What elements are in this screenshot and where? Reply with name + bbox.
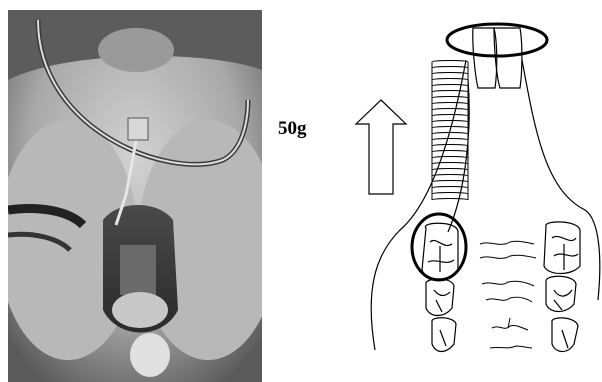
- palatal-rugae: [480, 241, 536, 348]
- rat-mouth-photo: [8, 10, 262, 382]
- incisor-left: [473, 28, 497, 88]
- left-molars: [422, 223, 458, 351]
- force-label: 50g: [278, 118, 307, 140]
- appliance-diagram: [340, 0, 602, 382]
- incisor-right: [494, 28, 522, 88]
- up-arrow-icon: [356, 100, 406, 194]
- jaw-outline-right: [522, 60, 600, 300]
- right-molars: [544, 222, 580, 352]
